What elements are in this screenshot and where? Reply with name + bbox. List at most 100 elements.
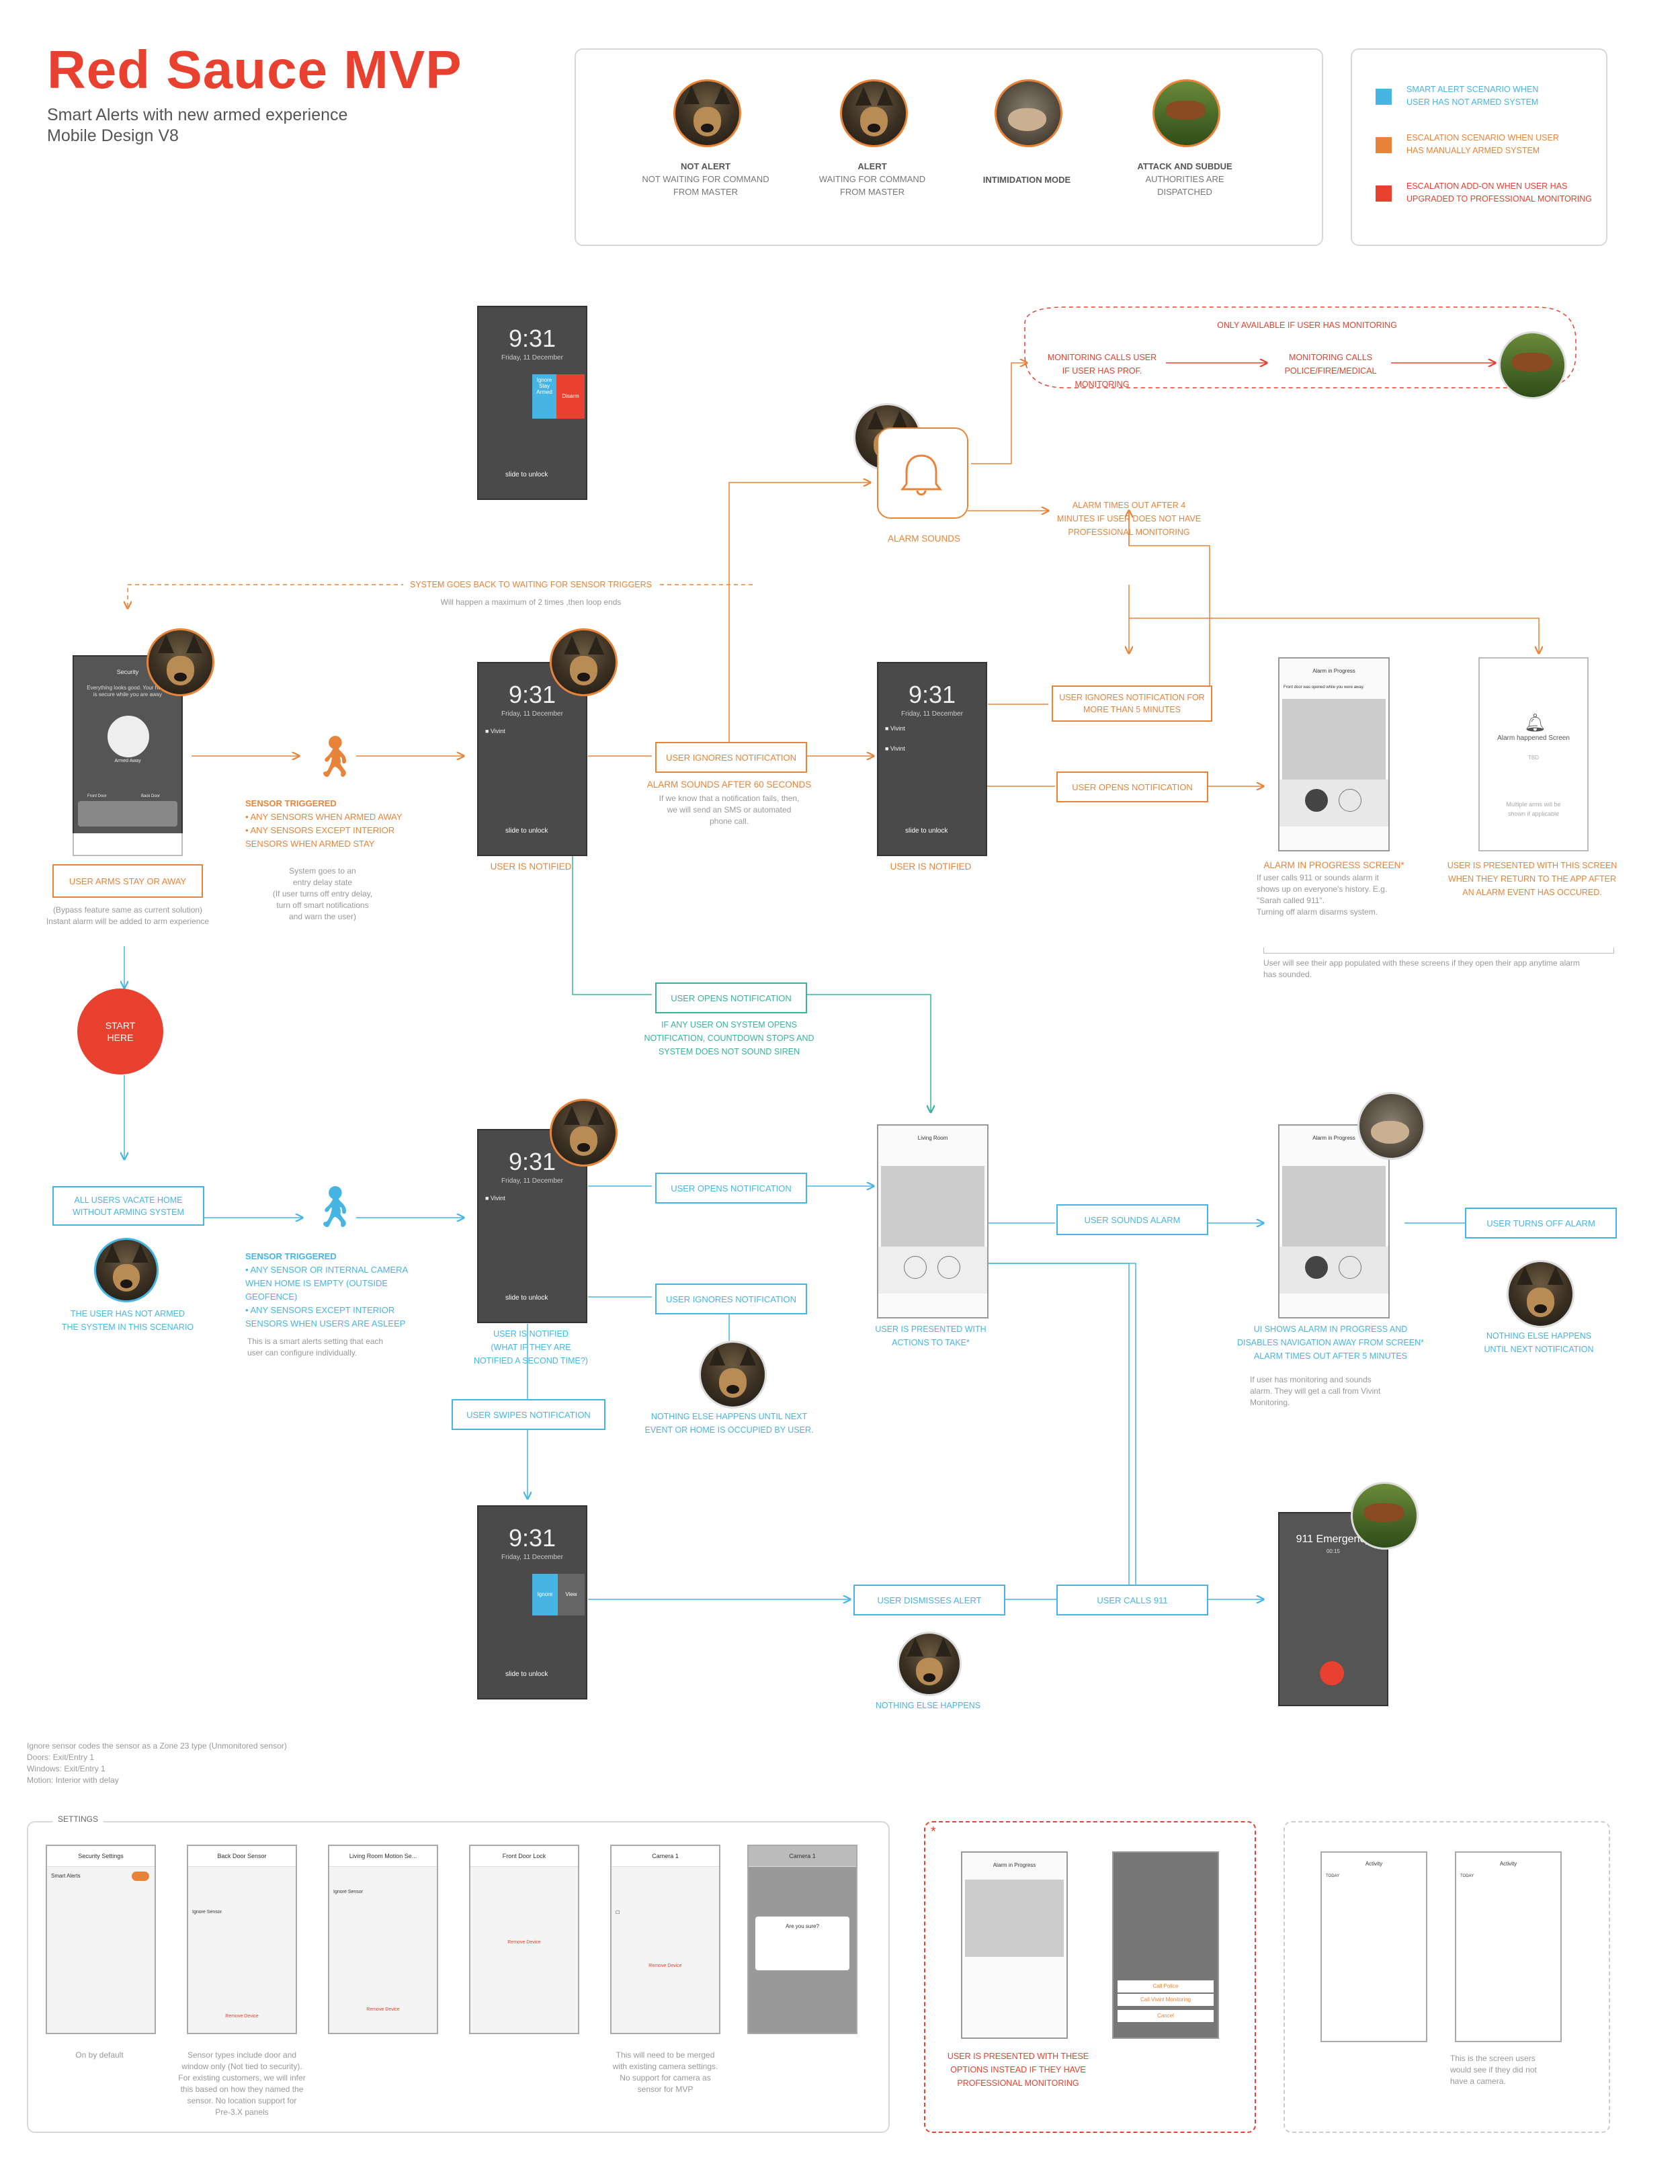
turn-off-alarm-button[interactable] — [1305, 789, 1328, 812]
alarm-progress-screen-2: Alarm in Progress — [1278, 1124, 1390, 1318]
lock-screen-swipe: 9:31 Friday, 11 December Ignore View sli… — [477, 1505, 587, 1699]
note-line: and warn the user) — [288, 912, 357, 921]
slide-to-unlock[interactable]: slide to unlock — [505, 471, 548, 478]
smart-alerts-note: This is a smart alerts setting that each… — [247, 1336, 449, 1359]
slide-to-unlock[interactable]: slide to unlock — [505, 1671, 548, 1678]
label-line: DISABLES NAVIGATION AWAY FROM SCREEN* — [1236, 1338, 1425, 1347]
lock-notification[interactable]: ■ Vivint — [485, 728, 505, 734]
note-line: turn off smart notifications — [276, 900, 369, 910]
action-tray — [1279, 780, 1388, 827]
slide-to-unlock[interactable]: slide to unlock — [905, 827, 948, 835]
call-911-button[interactable] — [1339, 1256, 1361, 1279]
slide-to-unlock[interactable]: slide to unlock — [505, 1294, 548, 1302]
label-line: SYSTEM DOES NOT SOUND SIREN — [658, 1047, 800, 1056]
note-line: entry delay state — [292, 878, 353, 887]
slide-to-unlock[interactable]: slide to unlock — [505, 827, 548, 835]
legend-line: HAS MANUALLY ARMED SYSTEM — [1406, 146, 1540, 155]
screen-header: Living Room Motion Se... — [329, 1846, 437, 1867]
armed-away-label: Armed Away — [114, 759, 141, 763]
label-line: ALARM TIMES OUT AFTER 5 MINUTES — [1253, 1351, 1408, 1361]
call-vivint-button[interactable]: Call Vivint Monitoring — [1118, 1994, 1214, 2006]
action-tray — [1279, 1247, 1388, 1294]
remove-device-button[interactable]: Remove Device — [225, 2014, 259, 2019]
call-police-button[interactable]: Call Police — [1118, 1980, 1214, 1992]
lock-notification[interactable]: ■ Vivint — [485, 1195, 505, 1202]
dismisses-pill: USER DISMISSES ALERT — [853, 1585, 1005, 1615]
smart-alerts-toggle[interactable] — [132, 1872, 149, 1881]
call-keypad[interactable] — [1289, 1577, 1376, 1644]
confirm-dialog[interactable]: Are you sure? — [755, 1917, 849, 1970]
page-title: Red Sauce MVP — [47, 40, 462, 99]
note-line: shown if applicable — [1507, 810, 1560, 817]
note-line: This is a smart alerts setting that each — [247, 1337, 384, 1346]
call-911-button[interactable] — [1339, 789, 1361, 812]
bracket — [1263, 948, 1614, 954]
label-line: NOTIFIED A SECOND TIME?) — [474, 1356, 588, 1366]
end-call-button[interactable] — [1320, 1661, 1344, 1685]
dog-not-alert-photo — [94, 1238, 159, 1302]
camera-feed[interactable] — [965, 1880, 1064, 1957]
emergency-button[interactable] — [937, 1256, 960, 1279]
opens-pill: USER OPENS NOTIFICATION — [655, 1173, 807, 1204]
cancel-button[interactable]: Cancel — [1118, 2010, 1214, 2022]
orange-swatch — [1376, 137, 1392, 153]
camera-feed[interactable] — [1282, 1166, 1386, 1247]
dog-alert-photo — [146, 628, 214, 696]
note-line: Instant alarm will be added to arm exper… — [46, 917, 210, 926]
sensor-line: • ANY SENSORS EXCEPT INTERIOR — [245, 1305, 395, 1315]
remove-device-button[interactable]: Remove Device — [366, 2007, 400, 2012]
ignore-action[interactable]: Ignore — [532, 1574, 558, 1615]
screen-header: Security Settings — [47, 1846, 155, 1867]
living-room-screen: Living Room — [877, 1124, 989, 1318]
remove-device-button[interactable]: Remove Device — [648, 1964, 682, 1968]
walking-person-icon: 🚶︎ — [309, 734, 361, 779]
label-line: IF USER HAS PROF. MONITORING — [1062, 366, 1142, 389]
sensor-title: SENSOR TRIGGERED — [245, 798, 337, 808]
screen-header: Front Door Lock — [470, 1846, 578, 1867]
label-line: ACTIONS TO TAKE* — [892, 1338, 970, 1347]
camera-feed[interactable] — [1282, 699, 1386, 780]
view-action[interactable]: View — [558, 1574, 585, 1615]
lock-notification[interactable]: ■ Vivint — [885, 725, 905, 732]
lock-time: 9:31 — [508, 325, 556, 352]
dog-alert-photo — [840, 79, 908, 147]
camera-settings-screen: Camera 1☐Remove Device — [610, 1845, 720, 2034]
legend-line: FROM MASTER — [673, 187, 739, 197]
label-line: UNTIL NEXT NOTIFICATION — [1484, 1345, 1594, 1354]
call-options-screen: Call Police Call Vivint Monitoring Cance… — [1112, 1851, 1219, 2039]
lock-time: 9:31 — [508, 1148, 556, 1175]
legend-title: ATTACK AND SUBDUE — [1137, 161, 1232, 171]
user-opens-pill: USER OPENS NOTIFICATION — [1056, 771, 1208, 802]
note-line: (If user turns off entry delay, — [272, 889, 373, 898]
camera-feed[interactable] — [881, 1166, 984, 1247]
legend-line: USER HAS NOT ARMED SYSTEM — [1406, 97, 1539, 107]
lock-time: 9:31 — [508, 1524, 556, 1552]
label-line: IF ANY USER ON SYSTEM OPENS — [661, 1020, 797, 1030]
label-line: NOTHING ELSE HAPPENS UNTIL NEXT — [650, 1412, 808, 1421]
lock-notification[interactable]: ■ Vivint — [885, 745, 905, 752]
dog-not-alert-photo — [673, 79, 741, 147]
shield-icon[interactable] — [108, 716, 149, 757]
sound-alarm-button[interactable] — [904, 1256, 927, 1279]
start-here-button[interactable]: START HERE — [77, 989, 163, 1075]
bypass-note: (Bypass feature same as current solution… — [27, 905, 228, 927]
bottom-nav[interactable] — [73, 833, 183, 856]
label-line: USER IS PRESENTED WITH — [875, 1325, 986, 1334]
turn-off-alarm-button[interactable] — [1305, 1256, 1328, 1279]
lock-screen-disarm: 9:31 Friday, 11 December Ignore Stay Arm… — [477, 306, 587, 500]
note-line: If user calls 911 or sounds alarm it — [1257, 873, 1379, 882]
remove-device-button[interactable]: Remove Device — [507, 1940, 541, 1945]
label-line: ALARM TIMES OUT AFTER 4 — [1072, 501, 1186, 510]
user-arms-pill: USER ARMS STAY OR AWAY — [52, 864, 203, 898]
ignore-stay-armed-action[interactable]: Ignore Stay Armed — [532, 374, 556, 419]
label-line: (WHAT IF THEY ARE — [491, 1343, 571, 1352]
disarm-action[interactable]: Disarm — [556, 374, 585, 419]
